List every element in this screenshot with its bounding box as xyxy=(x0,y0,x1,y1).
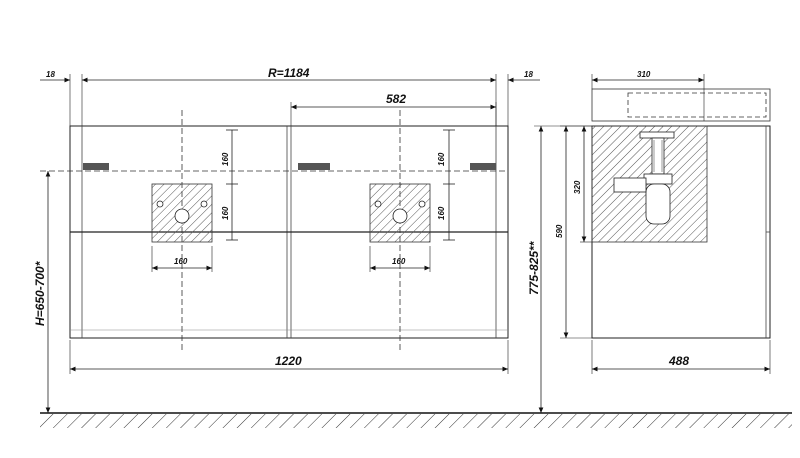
dim-box-side-left: 160 xyxy=(221,206,230,220)
dim-sink-spacing: 582 xyxy=(386,92,406,106)
dim-inner-height: 590 xyxy=(555,224,564,238)
dim-side-offset-right: 18 xyxy=(524,70,533,79)
handle-right xyxy=(470,163,496,170)
dim-siphon-height: 320 xyxy=(573,180,582,194)
front-view xyxy=(40,74,540,413)
dim-side-height-range: 775-825** xyxy=(527,240,541,295)
wall-box-left xyxy=(151,183,213,243)
siphon-icon xyxy=(613,131,675,225)
wall-box-right xyxy=(369,183,431,243)
dim-box-bottom-left: 160 xyxy=(174,257,188,266)
dim-top-depth: 310 xyxy=(637,70,651,79)
dim-box-bottom-right: 160 xyxy=(392,257,406,266)
handle-middle xyxy=(298,163,330,170)
dim-side-offset-left: 18 xyxy=(46,70,55,79)
dim-total-width: 1220 xyxy=(275,354,302,368)
dim-side-depth: 488 xyxy=(668,354,689,368)
floor xyxy=(40,412,792,428)
dim-box-top-left: 160 xyxy=(221,152,230,166)
side-view xyxy=(534,74,771,413)
dim-box-top-right: 160 xyxy=(437,152,446,166)
dim-height-range: H=650-700* xyxy=(33,260,47,326)
dim-box-side-right: 160 xyxy=(437,206,446,220)
handle-left xyxy=(83,163,109,170)
dim-radius-span: R=1184 xyxy=(268,66,310,80)
